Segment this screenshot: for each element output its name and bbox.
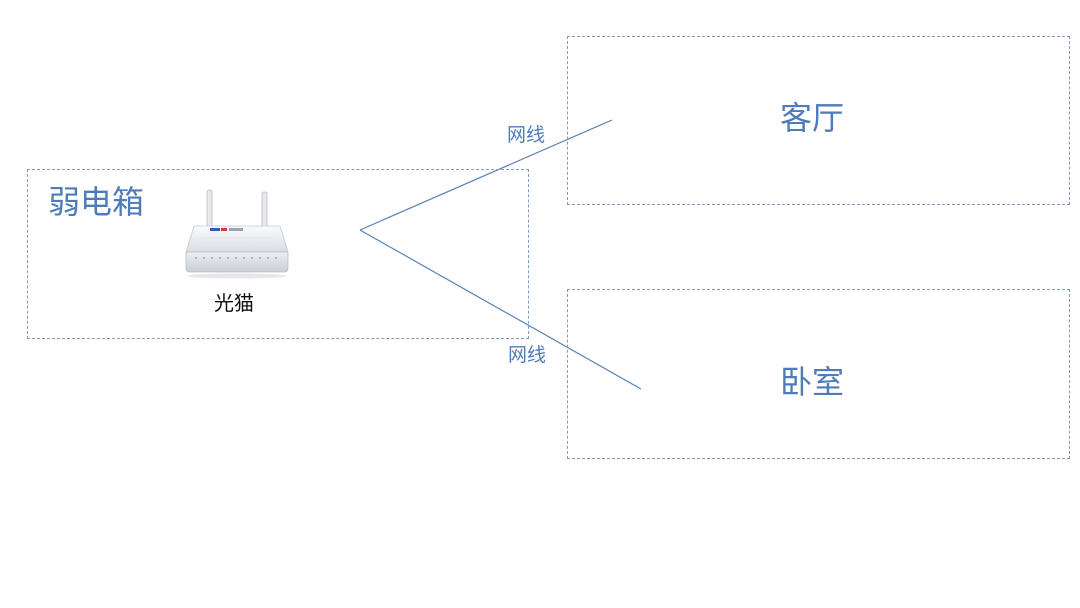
cable-label-bedroom: 网线 xyxy=(508,344,547,366)
optical-modem-label: 光猫 xyxy=(214,291,254,315)
bedroom-title: 卧室 xyxy=(780,363,845,401)
cable-line-living xyxy=(359,119,613,231)
router-icon xyxy=(185,189,289,279)
cable-line-bedroom xyxy=(359,229,642,390)
weak-current-box-title: 弱电箱 xyxy=(48,183,145,221)
living-room-zone xyxy=(567,36,1070,205)
weak-current-box-zone xyxy=(27,169,529,339)
bedroom-zone xyxy=(567,289,1070,459)
cable-label-living: 网线 xyxy=(507,124,546,146)
living-room-title: 客厅 xyxy=(780,99,845,137)
